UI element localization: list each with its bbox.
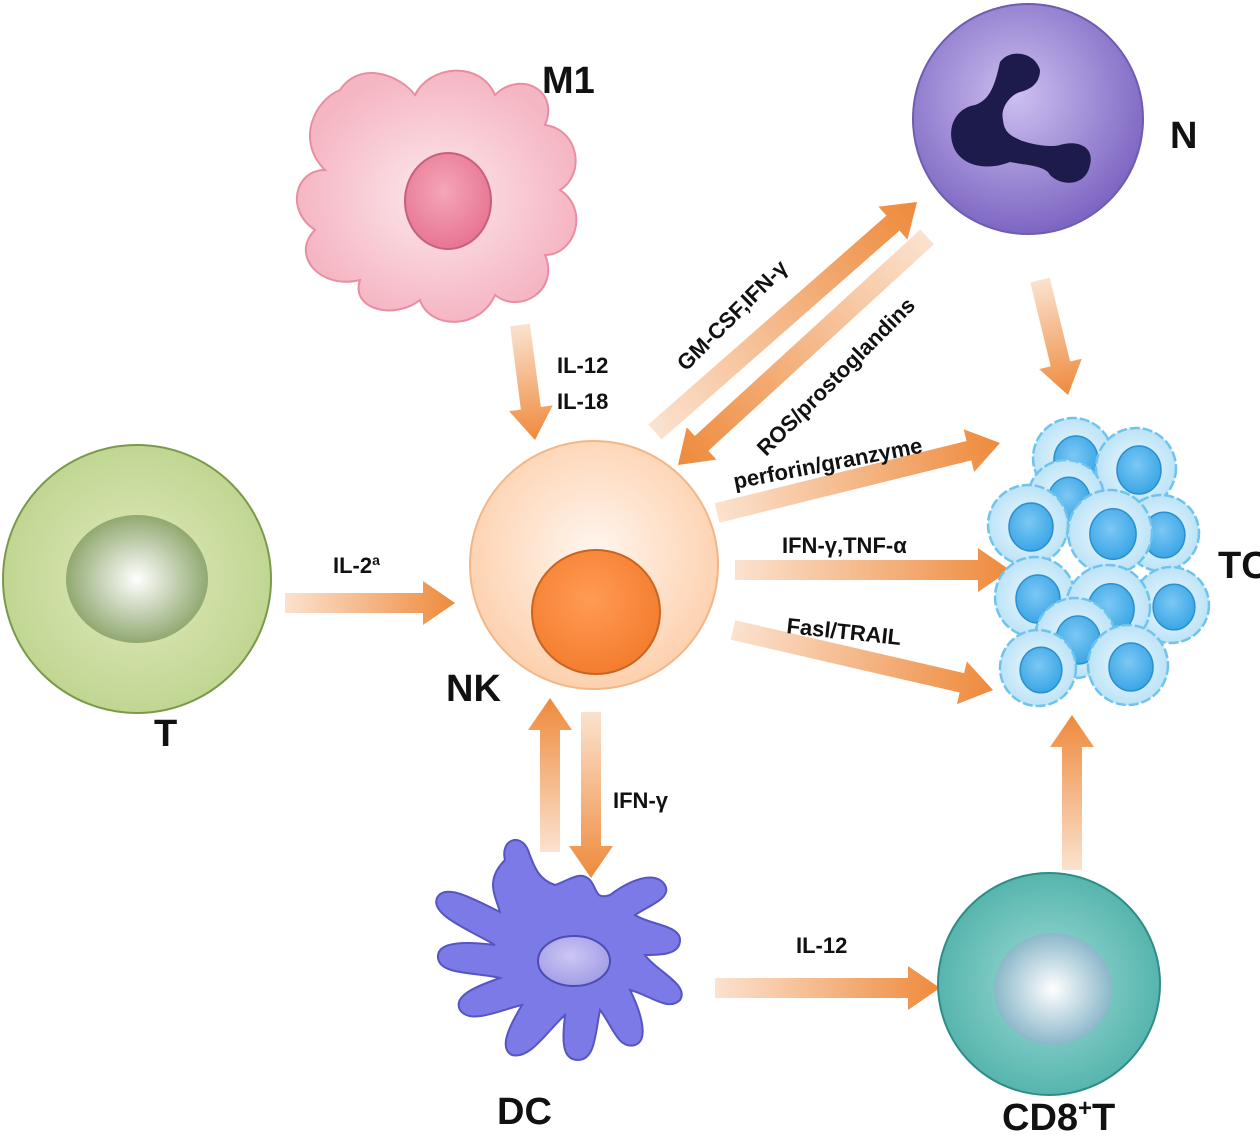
- arrow-n-to-tc: [1030, 277, 1082, 395]
- dc-label: DC: [497, 1091, 552, 1133]
- tumor-cell-cluster: [986, 416, 1211, 708]
- m1-label: M1: [542, 60, 595, 102]
- nk-to-dc-signal: IFN-γ: [613, 788, 669, 813]
- tumor-cell-nucleus: [1089, 508, 1137, 560]
- arrow-nk-to-n: [648, 202, 917, 440]
- cd8-label-sup: +: [1078, 1095, 1092, 1122]
- nk-to-tc-signal-ifn-tnf: IFN-γ,TNF-α: [782, 533, 907, 558]
- cd8-label-base: CD8: [1002, 1097, 1078, 1135]
- neutrophil-nucleus: [951, 53, 1091, 183]
- dc-nucleus: [537, 935, 611, 987]
- t-to-nk-signal: IL-2a: [333, 552, 380, 578]
- t-cell: [2, 444, 272, 714]
- arrow-cd8-to-tc: [1050, 715, 1094, 870]
- arrow-dc-to-cd8: [715, 966, 940, 1010]
- t-to-nk-signal-sup: a: [372, 552, 380, 568]
- neutrophil-cell: [912, 3, 1144, 235]
- dc-to-cd8-signal: IL-12: [796, 933, 847, 958]
- nk-cell: [469, 440, 719, 690]
- nk-nucleus: [531, 549, 661, 675]
- cd8-label-suffix: T: [1092, 1097, 1115, 1135]
- arrow-nk-to-dc: [569, 712, 613, 878]
- tumor-cell-label: TC: [1218, 545, 1260, 587]
- arrow-t-to-nk: [285, 581, 455, 625]
- tumor-cell-nucleus: [1152, 583, 1196, 631]
- m1-to-nk-signal-a: IL-12: [557, 353, 608, 378]
- arrow-m1-to-nk: [509, 323, 553, 440]
- m1-to-nk-signal-b: IL-18: [557, 389, 608, 414]
- arrow-dc-to-nk: [528, 698, 572, 852]
- nk-label: NK: [446, 668, 501, 710]
- dendritic-cell: [435, 838, 683, 1062]
- cd8-t-cell: [937, 872, 1161, 1096]
- tumor-cell-nucleus: [1116, 445, 1162, 495]
- arrow-n-to-nk: [678, 229, 934, 465]
- m1-nucleus: [404, 152, 492, 250]
- cd8-nucleus: [994, 933, 1112, 1045]
- cd8-t-label: CD8+T: [1002, 1095, 1115, 1135]
- arrow-nk-to-tc-2: [735, 548, 1010, 592]
- arrow-nk-to-tc-3: [730, 620, 993, 705]
- m1-macrophage-cell: [296, 69, 578, 323]
- tumor-cell-nucleus: [1019, 646, 1063, 694]
- tumor-cell-nucleus: [1008, 502, 1054, 552]
- arrows-layer: [285, 202, 1094, 1010]
- arrow-nk-to-tc-1: [714, 429, 1000, 523]
- neutrophil-body: [912, 3, 1144, 235]
- neutrophil-label: N: [1170, 115, 1197, 157]
- t-cell-label: T: [154, 713, 177, 755]
- tumor-cell-nucleus: [1108, 642, 1154, 692]
- t-to-nk-signal-base: IL-2: [333, 553, 372, 578]
- t-nucleus: [66, 515, 208, 643]
